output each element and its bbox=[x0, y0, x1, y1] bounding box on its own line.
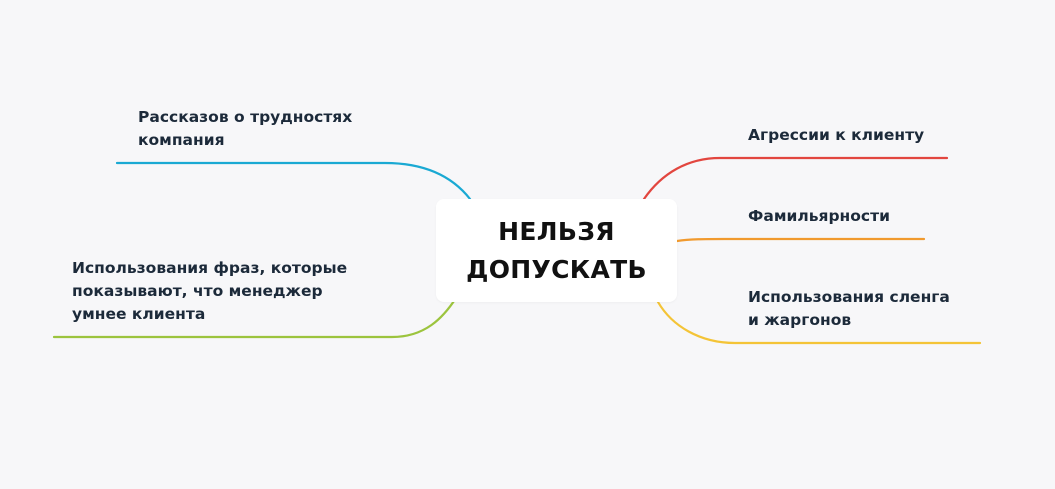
branch-label-familiarity[interactable]: Фамильярности bbox=[748, 207, 890, 225]
central-topic-title: НЕЛЬЗЯ ДОПУСКАТЬ bbox=[466, 216, 647, 284]
branch-line-slang bbox=[656, 300, 982, 345]
branch-line-familiarity bbox=[675, 237, 926, 243]
branch-line-smarter-phrases bbox=[52, 296, 458, 339]
branch-label-smarter-phrases[interactable]: Использования фраз, которые показывают, … bbox=[72, 259, 348, 323]
branch-label-difficulties[interactable]: Рассказов о трудностях компания bbox=[138, 108, 353, 149]
branch-line-aggression bbox=[642, 156, 949, 201]
branch-label-aggression[interactable]: Агрессии к клиенту bbox=[748, 126, 925, 144]
branch-line-difficulties bbox=[115, 161, 472, 201]
branch-label-slang[interactable]: Использования сленга и жаргонов bbox=[748, 288, 950, 329]
central-topic-node[interactable]: НЕЛЬЗЯ ДОПУСКАТЬ bbox=[436, 199, 677, 302]
